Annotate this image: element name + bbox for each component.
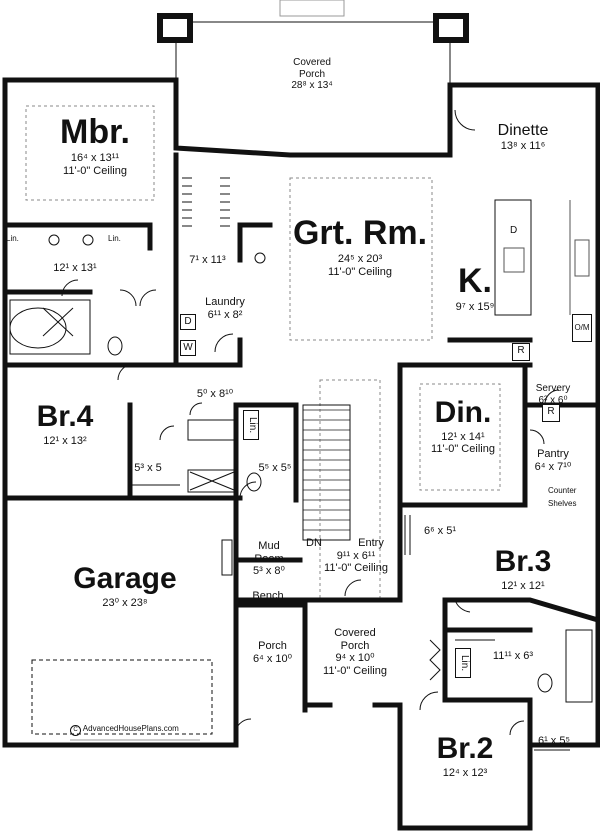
mbath-lin-right: Lin.	[108, 234, 121, 243]
refrigerator-2: R	[542, 404, 560, 422]
dishwasher: D	[510, 225, 518, 236]
hall-bath-dim: 5⁵ x 5⁵	[258, 462, 292, 474]
credit: C AdvancedHousePlans.com	[70, 724, 179, 736]
covered-porch-top-label: Covered Porch 28⁸ x 13⁴	[291, 57, 333, 91]
great-room-label: Grt. Rm. 24⁵ x 20³ 11'-0" Ceiling	[292, 214, 428, 278]
entry-label: Entry 9¹¹ x 6¹¹ 11'-0" Ceiling	[324, 537, 388, 575]
dinette-label: Dinette 13⁸ x 11⁶	[497, 122, 549, 153]
pantry-shelves: Shelves	[548, 499, 577, 508]
br3-label: Br.3 12¹ x 12¹	[494, 545, 552, 592]
pantry-counter: Counter	[548, 486, 577, 495]
refrigerator: R	[512, 343, 530, 361]
br-bath-dim: 11¹¹ x 6³	[492, 650, 534, 662]
mbr-label: Mbr. 16⁴ x 13¹¹ 11'-0" Ceiling	[60, 113, 130, 177]
br2-label: Br.2 12⁴ x 12³	[436, 732, 494, 779]
servery-label: Servery 6² x 6⁰	[535, 383, 571, 406]
mbath-lin-left: Lin.	[6, 234, 19, 243]
hall-closet-dim: 5⁰ x 8¹⁰	[196, 388, 234, 400]
copyright-icon: C	[70, 725, 81, 736]
garage-label: Garage 23⁰ x 23⁸	[73, 562, 177, 609]
covered-porch-front-label: Covered Porch 9⁴ x 10⁰ 11'-0" Ceiling	[323, 627, 387, 677]
laundry-label: Laundry 6¹¹ x 8²	[205, 296, 245, 321]
br3-closet-dim: 6⁶ x 5¹	[423, 525, 457, 537]
washer: W	[180, 340, 196, 356]
stairs-down: DN	[306, 537, 322, 549]
bench-label: Bench	[252, 590, 284, 602]
dining-label: Din. 12¹ x 14¹ 11'-0" Ceiling	[431, 396, 495, 456]
br4-closet-dim: 5³ x 5	[134, 462, 162, 474]
mud-room-label: Mud Room 5³ x 8⁰	[253, 540, 285, 578]
br2-closet-dim: 6¹ x 5⁵	[537, 735, 571, 747]
oven-microwave: O/M	[572, 314, 592, 342]
kitchen-label: K. 9⁷ x 15⁹	[455, 262, 495, 314]
dryer: D	[180, 314, 196, 330]
wic-dim: 7¹ x 11³	[189, 254, 226, 266]
hall-bath-linen: Lin.	[243, 410, 259, 440]
porch-label: Porch 6⁴ x 10⁰	[252, 640, 293, 665]
mbath-dim: 12¹ x 13¹	[53, 262, 97, 274]
pantry-label: Pantry 6⁴ x 7¹⁰	[534, 448, 572, 473]
br-bath-linen: Lin.	[455, 648, 471, 678]
br4-label: Br.4 12¹ x 13²	[36, 400, 94, 447]
